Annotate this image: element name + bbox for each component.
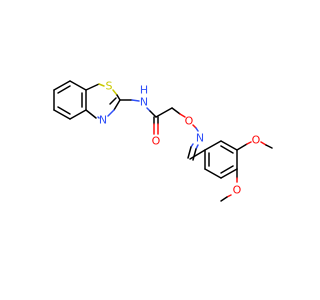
double-bond-inner (57, 85, 71, 94)
double-bond-inner (220, 145, 234, 154)
methoxy-oxygen-4-label: O (252, 134, 261, 147)
bond-o-n (195, 127, 199, 132)
ether-oxygen-label: O (185, 115, 194, 128)
bond (98, 83, 105, 87)
bond-ch-aryl (189, 149, 206, 160)
bond-o3-me (220, 196, 228, 202)
bond (116, 94, 121, 101)
dimethoxyphenyl-ring (204, 140, 238, 179)
bond-ring-o4 (236, 143, 248, 151)
oxime-double-bond (187, 146, 192, 159)
bond (97, 116, 100, 119)
bond-nh-co (149, 110, 157, 118)
bond (69, 80, 87, 91)
oxime-double-bond (192, 148, 197, 161)
thiazole-ring (85, 83, 121, 119)
bond (53, 80, 71, 91)
bond (220, 168, 238, 179)
bond-c2-nh (131, 99, 140, 102)
bond (107, 109, 115, 117)
bond-o4-me (265, 144, 273, 149)
bond-ch2-o (179, 113, 186, 118)
bond-o4-me (260, 141, 267, 146)
bond (220, 140, 238, 151)
double-bond-inner (57, 106, 71, 115)
benzene-ring-benzothiazole (53, 80, 87, 120)
bond (204, 140, 222, 151)
methoxy-oxygen-3-label: O (233, 184, 242, 197)
bond (204, 168, 222, 179)
bond-ring-o4 (246, 141, 252, 145)
bond (85, 83, 100, 91)
sulfur-atom-label: S (106, 80, 113, 93)
bond-co-ch2 (155, 107, 173, 118)
oxime-nitrogen-label: N (196, 132, 204, 145)
double-bond-inner (109, 97, 117, 105)
amide-hydrogen-label: H (140, 84, 148, 97)
bond (112, 89, 118, 96)
bond (69, 109, 87, 120)
thiazole-nitrogen-label: N (99, 114, 107, 127)
bond (85, 109, 97, 119)
carbonyl-oxygen-label: O (152, 135, 161, 148)
molecule-structure: S N N H O O N O O (53, 80, 273, 202)
bond-ch2-o (171, 107, 181, 115)
bond (113, 99, 121, 111)
amide-nitrogen-label: N (140, 96, 148, 109)
double-bond-inner (220, 165, 234, 174)
bond (53, 109, 71, 120)
